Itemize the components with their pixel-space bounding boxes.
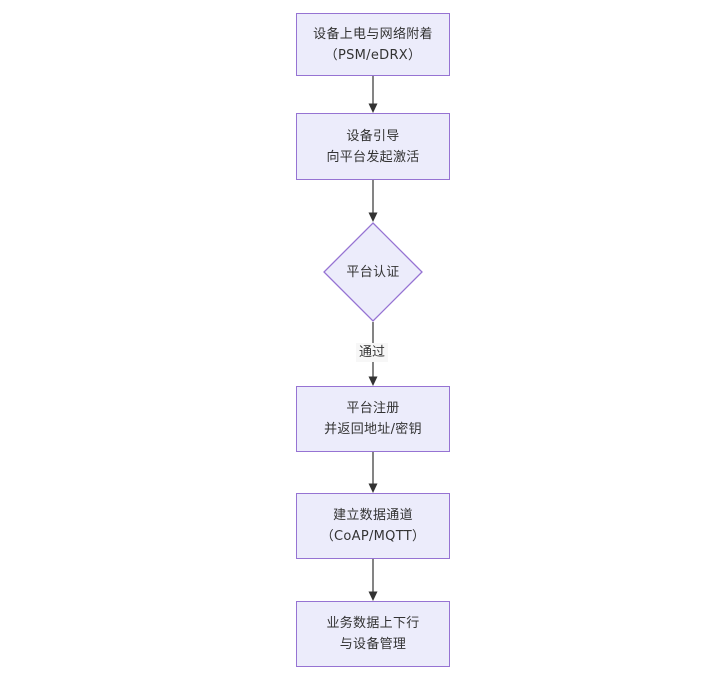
node-bootstrap[interactable]: 设备引导 向平台发起激活 <box>296 113 450 180</box>
node-power-on[interactable]: 设备上电与网络附着 （PSM/eDRX） <box>296 13 450 76</box>
node-bootstrap-label: 设备引导 向平台发起激活 <box>326 128 420 165</box>
edge-data-channel-to-business-data <box>368 559 378 601</box>
node-platform-register-label: 平台注册 并返回地址/密钥 <box>324 401 422 437</box>
node-platform-register[interactable]: 平台注册 并返回地址/密钥 <box>296 386 450 452</box>
edge-power-on-to-bootstrap <box>368 76 378 113</box>
edge-bootstrap-to-platform-auth <box>368 180 378 222</box>
edge-platform-register-to-data-channel <box>368 452 378 493</box>
edge-label-pass: 通过 <box>356 343 389 362</box>
node-business-data-label: 业务数据上下行 与设备管理 <box>326 616 420 652</box>
diamond-shape-icon <box>323 222 423 322</box>
node-platform-auth-label: 平台认证 <box>346 264 400 280</box>
node-business-data[interactable]: 业务数据上下行 与设备管理 <box>296 601 450 667</box>
node-platform-auth[interactable]: 平台认证 <box>323 222 423 322</box>
node-data-channel-label: 建立数据通道 （CoAP/MQTT） <box>320 508 426 544</box>
node-power-on-label: 设备上电与网络附着 （PSM/eDRX） <box>313 26 433 63</box>
node-data-channel[interactable]: 建立数据通道 （CoAP/MQTT） <box>296 493 450 559</box>
